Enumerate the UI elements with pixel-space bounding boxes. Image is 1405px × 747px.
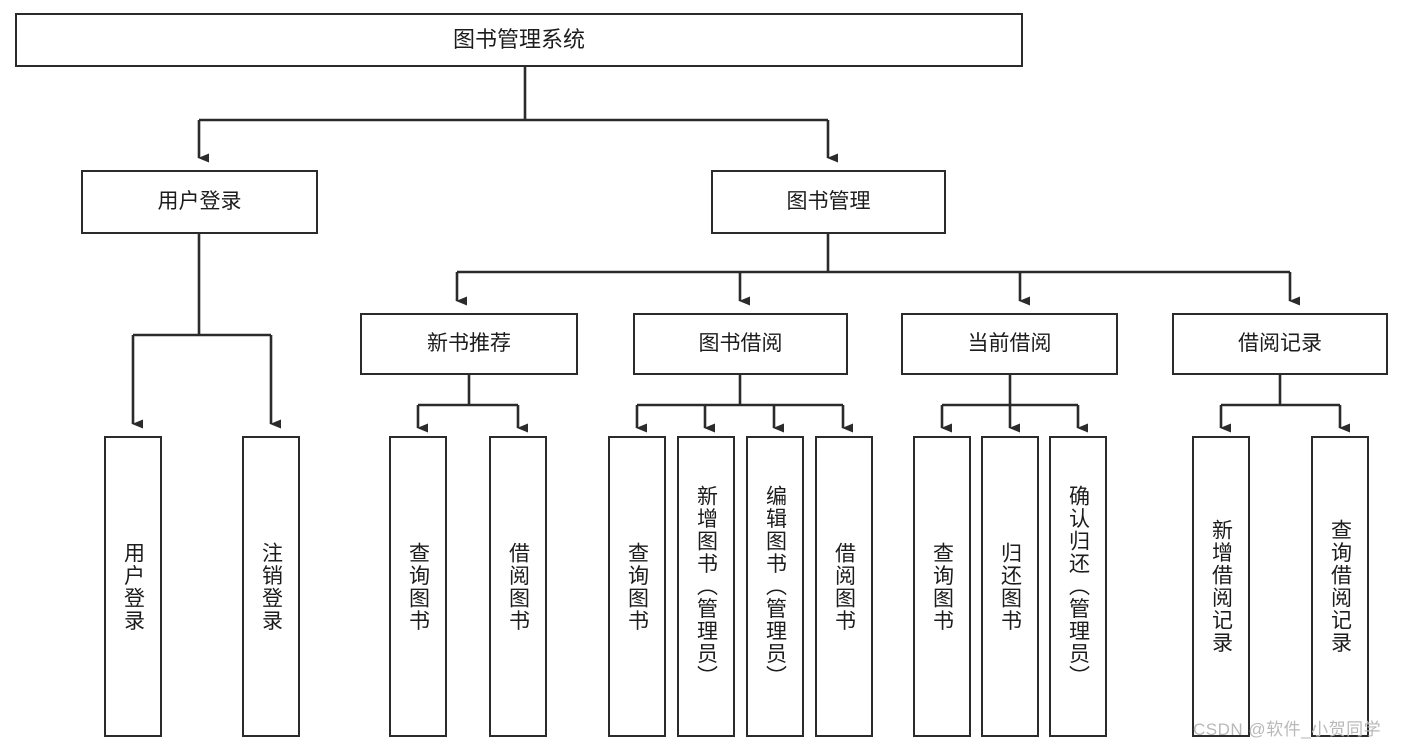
leaf-current-confirm-return-admin[interactable]: 确认归还（管理员） [1049,436,1107,737]
node-book-management-label: 图书管理 [786,189,871,213]
csdn-watermark: CSDN @软件_小贺同学 [1193,720,1382,739]
leaf-label: 归还图书 [998,541,1022,632]
leaf-borrow-add-book-admin[interactable]: 新增图书（管理员） [677,436,735,737]
leaf-user-login-signout[interactable]: 注销登录 [242,436,300,737]
leaf-current-query-book[interactable]: 查询图书 [913,436,971,737]
leaf-new-book-borrow[interactable]: 借阅图书 [489,436,547,737]
node-user-login-label: 用户登录 [157,189,242,213]
leaf-record-add-record[interactable]: 新增借阅记录 [1192,436,1250,737]
leaf-borrow-borrow-book[interactable]: 借阅图书 [815,436,873,737]
leaf-label: 用户登录 [121,541,145,632]
node-user-login[interactable]: 用户登录 [81,170,318,234]
leaf-label: 编辑图书（管理员） [763,485,787,688]
leaf-label: 确认归还（管理员） [1066,485,1090,688]
node-new-book-recommend[interactable]: 新书推荐 [360,313,578,375]
leaf-current-return-book[interactable]: 归还图书 [981,436,1039,737]
leaf-record-query-record[interactable]: 查询借阅记录 [1311,436,1369,737]
leaf-label: 借阅图书 [506,541,530,632]
leaf-label: 查询图书 [406,541,430,632]
node-book-borrow-label: 图书借阅 [698,331,783,355]
leaf-user-login-signin[interactable]: 用户登录 [104,436,162,737]
node-book-borrow[interactable]: 图书借阅 [633,313,848,375]
leaf-label: 查询图书 [930,541,954,632]
node-root-label: 图书管理系统 [452,27,585,53]
leaf-label: 注销登录 [259,541,283,632]
node-new-book-recommend-label: 新书推荐 [427,331,511,355]
node-borrow-record[interactable]: 借阅记录 [1172,313,1388,375]
node-current-borrow-label: 当前借阅 [967,331,1052,355]
node-current-borrow[interactable]: 当前借阅 [901,313,1118,375]
node-book-management[interactable]: 图书管理 [711,170,946,234]
leaf-label: 查询图书 [625,541,649,632]
leaf-label: 新增借阅记录 [1209,519,1233,654]
leaf-borrow-edit-book-admin[interactable]: 编辑图书（管理员） [746,436,804,737]
leaf-label: 新增图书（管理员） [694,485,718,688]
node-root-system[interactable]: 图书管理系统 [15,13,1023,67]
leaf-borrow-query-book[interactable]: 查询图书 [608,436,666,737]
leaf-label: 查询借阅记录 [1328,519,1352,654]
leaf-label: 借阅图书 [832,541,856,632]
leaf-new-book-query[interactable]: 查询图书 [389,436,447,737]
node-borrow-record-label: 借阅记录 [1238,331,1322,355]
